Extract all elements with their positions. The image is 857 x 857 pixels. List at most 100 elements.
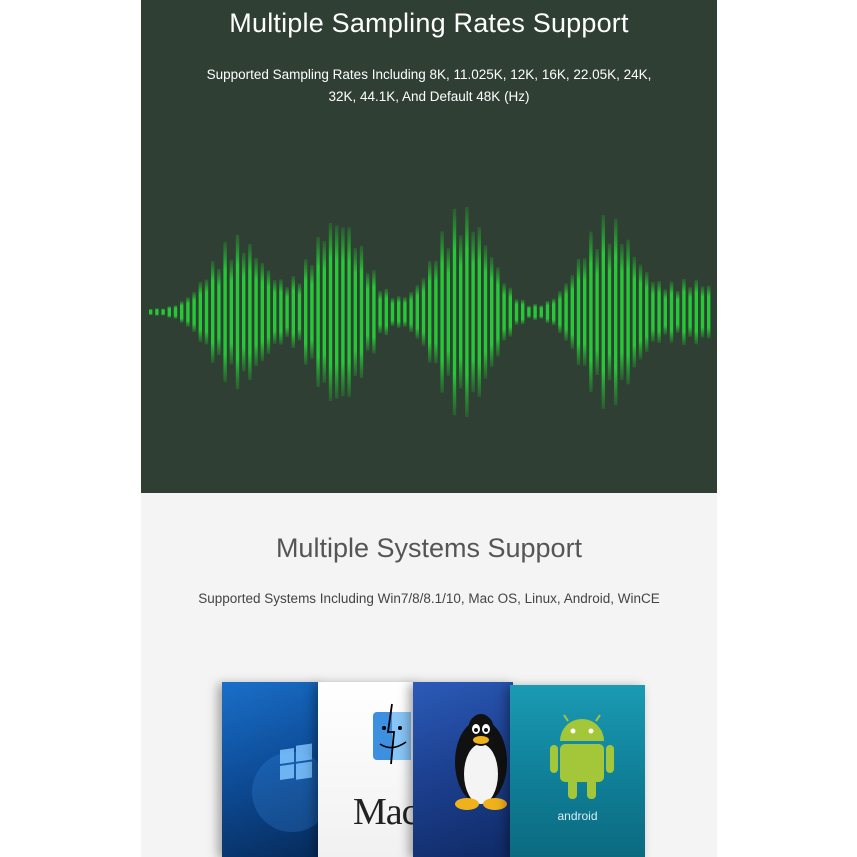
wave-bar xyxy=(211,261,215,363)
wave-bar xyxy=(440,231,444,393)
wave-bar xyxy=(657,280,661,344)
wave-bar xyxy=(415,285,419,339)
wave-bar xyxy=(595,249,599,375)
wave-bar xyxy=(688,287,692,337)
wave-bar xyxy=(297,283,302,341)
mac-finder-icon xyxy=(373,703,411,765)
wave-bar xyxy=(465,207,469,417)
wave-bar xyxy=(576,258,581,366)
wave-bar xyxy=(533,303,537,321)
wave-bar xyxy=(248,243,252,381)
wave-bar xyxy=(161,308,165,316)
wave-bar xyxy=(632,256,636,368)
wave-bar xyxy=(527,305,531,319)
tux-penguin-icon xyxy=(455,714,507,810)
mac-os-label: Mac OS xyxy=(353,791,418,833)
wave-bar xyxy=(341,227,345,397)
wave-bar xyxy=(428,261,432,363)
sampling-rates-title: Multiple Sampling Rates Support xyxy=(229,8,629,38)
wave-bar xyxy=(204,279,209,345)
wave-bar xyxy=(620,244,624,380)
wave-bar xyxy=(514,299,519,325)
mac-os-card: Mac OS xyxy=(318,682,418,857)
wave-bar xyxy=(409,292,413,332)
wave-bar xyxy=(570,275,574,349)
wave-bar xyxy=(446,248,450,376)
wave-bar xyxy=(539,305,543,319)
wave-bar xyxy=(304,259,308,365)
sound-wave-graphic xyxy=(149,207,711,417)
wave-bar xyxy=(384,288,388,336)
wave-bar xyxy=(235,234,240,390)
wave-bar xyxy=(397,296,401,328)
wave-bar xyxy=(614,218,618,406)
wave-bar xyxy=(700,286,705,338)
wave-bar xyxy=(372,270,376,354)
wave-bar xyxy=(217,268,221,356)
sampling-rates-panel: Multiple Sampling Rates Support Supporte… xyxy=(141,0,717,493)
wave-bar xyxy=(552,298,556,326)
wave-bar xyxy=(694,279,698,345)
wave-bar xyxy=(477,227,481,397)
wave-bar xyxy=(558,291,562,333)
wave-bar xyxy=(347,227,351,397)
android-card: android xyxy=(510,685,645,857)
systems-panel: Multiple Systems Support Supported Syste… xyxy=(141,493,717,857)
wave-bar xyxy=(452,208,457,416)
wave-bar xyxy=(198,282,202,342)
wave-bar xyxy=(601,215,605,409)
wave-bar xyxy=(589,231,593,393)
wave-bar xyxy=(645,272,649,352)
wave-bar xyxy=(291,276,295,348)
linux-card xyxy=(413,682,513,857)
wave-bar xyxy=(459,235,463,389)
wave-bar xyxy=(273,280,277,344)
wave-bar xyxy=(173,305,178,319)
android-label: android xyxy=(557,809,598,823)
wave-bar xyxy=(335,225,339,399)
windows-card xyxy=(222,682,322,857)
wave-bar xyxy=(254,257,258,367)
wave-bar xyxy=(508,287,512,337)
wave-bar xyxy=(316,236,320,387)
wave-bar xyxy=(521,299,525,325)
wave-bar xyxy=(310,265,314,359)
wave-bar xyxy=(663,289,667,335)
wave-bar xyxy=(676,291,680,333)
wave-bar xyxy=(366,273,370,351)
wave-bar xyxy=(564,283,568,341)
systems-title: Multiple Systems Support xyxy=(275,533,583,563)
sampling-rates-line-1: Supported Sampling Rates Including 8K, 1… xyxy=(206,67,652,82)
sampling-rates-description: Supported Sampling Rates Including 8K, 1… xyxy=(181,64,677,108)
wave-bar xyxy=(421,278,426,346)
wave-bar xyxy=(434,260,438,364)
wave-bar xyxy=(285,287,289,337)
wave-bar xyxy=(490,257,494,367)
wave-bar xyxy=(682,278,686,345)
wave-bar xyxy=(260,263,264,362)
android-robot-icon xyxy=(550,714,614,799)
wave-bar xyxy=(638,264,643,360)
wave-bar xyxy=(483,245,488,379)
wave-bar xyxy=(707,285,711,339)
windows-logo-icon xyxy=(252,743,322,832)
wave-bar xyxy=(626,239,630,385)
wave-bar xyxy=(328,223,333,401)
wave-bar xyxy=(167,306,171,318)
wave-bar xyxy=(266,270,271,354)
wave-bar xyxy=(669,281,674,343)
wave-bar xyxy=(353,248,357,376)
wave-bar xyxy=(359,245,364,378)
wave-bar xyxy=(607,243,612,381)
wave-bar xyxy=(378,290,382,334)
wave-bar xyxy=(471,231,475,393)
wave-bar xyxy=(149,309,153,315)
wave-bar xyxy=(583,258,587,366)
wave-bar xyxy=(322,241,326,383)
wave-bar xyxy=(390,298,395,326)
wave-bar xyxy=(186,297,190,327)
wave-bar xyxy=(403,297,407,327)
wave-bar xyxy=(242,252,246,372)
wave-bar xyxy=(502,283,506,341)
wave-bar xyxy=(223,241,227,383)
